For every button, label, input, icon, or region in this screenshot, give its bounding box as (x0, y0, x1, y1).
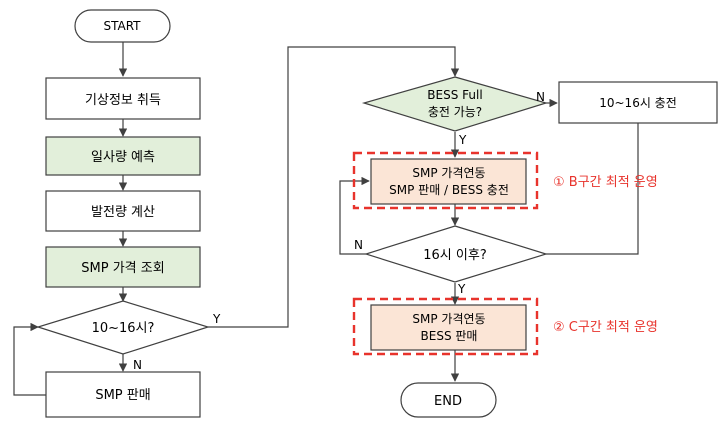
after16-no-label: N (354, 238, 363, 252)
smp-query-process: SMP 가격 조회 (45, 246, 201, 288)
start-node: START (74, 9, 171, 43)
bess-yes-label: Y (458, 133, 467, 147)
insolation-process: 일사량 예측 (45, 136, 201, 176)
c-section-group: SMP 가격연동 BESS 판매 (352, 297, 539, 356)
bess-no-label: N (536, 90, 545, 104)
c-box-label-line2: BESS 판매 (421, 329, 478, 343)
b-section-annotation: ① B구간 최적 운영 (553, 175, 658, 190)
connector-smp-sell-loop (13, 322, 46, 396)
b-section-group: SMP 가격연동 SMP 판매 / BESS 충전 (352, 151, 539, 210)
time-yes-label: Y (212, 312, 221, 326)
bess-check-label-line2: 충전 가능? (428, 105, 482, 119)
start-label: START (103, 19, 141, 33)
end-label: END (434, 394, 462, 409)
insolation-label: 일사량 예측 (91, 150, 155, 165)
time-check-label: 10~16시? (92, 321, 155, 336)
end-node: END (400, 382, 497, 418)
weather-process: 기상정보 취득 (45, 77, 201, 120)
c-box-label-line1: SMP 가격연동 (412, 312, 485, 326)
smp-sell-label: SMP 판매 (95, 388, 150, 403)
c-section-annotation: ② C구간 최적 운영 (553, 320, 658, 335)
b-box-label-line1: SMP 가격연동 (412, 166, 485, 180)
generation-process: 발전량 계산 (45, 190, 201, 232)
time-check-decision: 10~16시? (35, 300, 211, 355)
bess-check-decision: BESS Full 충전 가능? (361, 76, 549, 132)
charge-process: 10~16시 충전 (558, 81, 718, 124)
generation-label: 발전량 계산 (91, 205, 155, 220)
bess-check-label-line1: BESS Full (427, 88, 482, 102)
b-box-label-line2: SMP 판매 / BESS 충전 (389, 183, 509, 197)
connector-time-yes-bess (208, 46, 460, 328)
after16-decision: 16시 이후? (364, 225, 549, 283)
smp-sell-process: SMP 판매 (45, 371, 201, 418)
connector-charge-after16 (546, 123, 639, 255)
after16-yes-label: Y (457, 282, 466, 296)
b-section-highlight (352, 151, 539, 210)
smp-query-label: SMP 가격 조회 (81, 261, 164, 276)
time-no-label: N (133, 358, 142, 372)
after16-label: 16시 이후? (423, 248, 486, 263)
weather-label: 기상정보 취득 (85, 93, 161, 108)
c-section-highlight (352, 297, 539, 356)
charge-label: 10~16시 충전 (599, 96, 677, 110)
